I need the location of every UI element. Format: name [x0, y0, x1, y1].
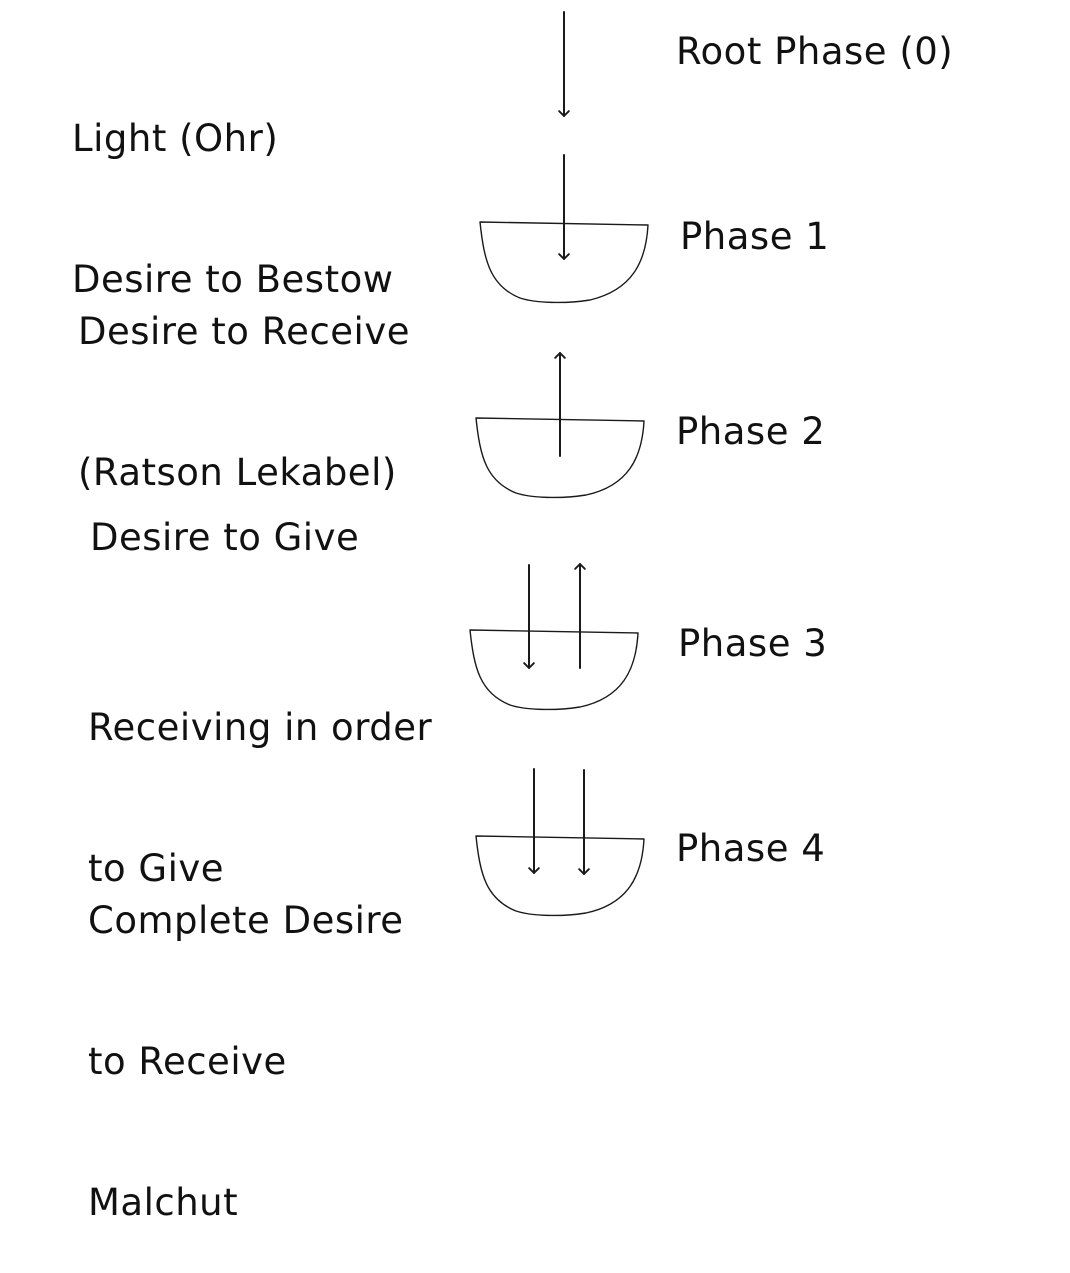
phase-3-vessel-group	[469, 563, 639, 711]
root-phase-label: Root Phase (0)	[676, 30, 954, 73]
phase-diagram-graphics	[469, 11, 649, 917]
phase-3-description-line: Receiving in order	[88, 706, 433, 749]
root-description: Light (Ohr) Desire to Bestow	[72, 21, 393, 350]
phase-1-label: Phase 1	[680, 215, 830, 258]
phase-1-description: Desire to Receive (Ratson Lekabel)	[78, 214, 410, 543]
phase-4-label: Phase 4	[676, 827, 826, 870]
phase-3-description: Receiving in order to Give	[88, 610, 432, 939]
phase-1-description-line: Desire to Receive	[78, 310, 410, 353]
root-description-line: Desire to Bestow	[72, 258, 394, 301]
vessel-icon	[479, 221, 649, 304]
phase-3-label: Phase 3	[678, 622, 828, 665]
phase-4-vessel-group	[475, 768, 645, 917]
phase-4-description-line: to Receive	[88, 1040, 287, 1083]
vessel-icon	[469, 629, 639, 711]
vessel-icon	[475, 835, 645, 917]
root-description-line: Light (Ohr)	[72, 117, 279, 160]
phase-3-description-line: to Give	[88, 847, 225, 890]
phase-1-description-line: (Ratson Lekabel)	[78, 451, 397, 494]
phase-2-description: Desire to Give	[90, 420, 359, 608]
vessel-icon	[475, 417, 645, 499]
phase-4-description-line: Complete Desire	[88, 899, 404, 942]
phase-4-description-line: Malchut	[88, 1181, 239, 1224]
phase-2-vessel-group	[475, 352, 645, 499]
phase-2-description-line: Desire to Give	[90, 516, 360, 559]
phase-2-label: Phase 2	[676, 410, 826, 453]
phase-1-vessel-group	[479, 154, 649, 304]
